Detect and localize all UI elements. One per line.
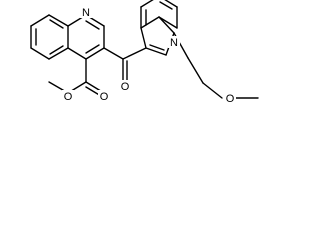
atom-label-mask	[168, 36, 180, 48]
ester-o-label: O	[64, 91, 73, 103]
bond	[67, 47, 87, 60]
quinoline-n-label: N	[82, 7, 90, 19]
bond	[49, 19, 64, 29]
molecule-structure: N O O O N O	[30, 0, 259, 105]
bond	[30, 14, 50, 27]
bond	[159, 1, 173, 10]
bond	[48, 47, 69, 60]
bond	[140, 0, 154, 8]
atom-label-mask	[119, 80, 131, 92]
bond	[140, 16, 160, 29]
atom-label-mask	[80, 6, 92, 18]
bond	[49, 45, 64, 55]
bond	[85, 20, 100, 30]
bond	[202, 82, 223, 99]
atom-labels: N O O O N O	[62, 6, 236, 105]
bond	[158, 16, 175, 34]
bond	[145, 47, 167, 56]
bond	[140, 27, 147, 49]
bond	[30, 47, 50, 60]
bond	[122, 47, 147, 60]
bond	[149, 44, 165, 51]
atom-label-mask	[62, 90, 74, 102]
bond	[85, 47, 105, 60]
bond	[85, 44, 100, 54]
ester-carbonyl-o-label: O	[100, 91, 109, 103]
ketone-o-label: O	[121, 81, 130, 93]
bond	[158, 16, 178, 29]
bond	[164, 0, 178, 8]
bond	[187, 57, 204, 84]
atom-label-mask	[224, 92, 236, 104]
atom-label-mask	[98, 90, 110, 102]
ether-o-label: O	[226, 93, 235, 105]
bond	[103, 47, 124, 60]
indole-n-label: N	[170, 37, 178, 49]
bonds	[30, 0, 259, 99]
bond	[48, 14, 69, 27]
